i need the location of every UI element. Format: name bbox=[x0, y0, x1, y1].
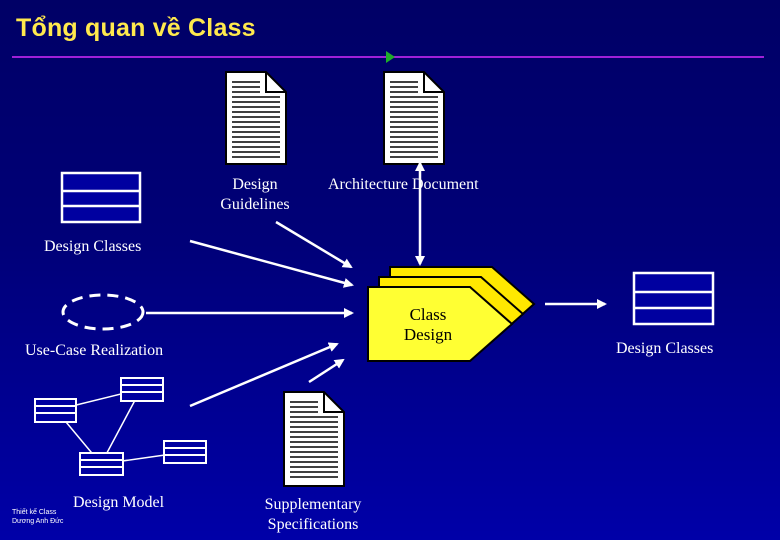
footer-author: Dương Anh Đức bbox=[12, 518, 64, 525]
use-case-realization-icon bbox=[61, 293, 145, 331]
design-classes-output-label: Design Classes bbox=[616, 340, 714, 357]
supplementary-specifications-document-icon bbox=[283, 391, 345, 487]
footer-course-name: Thiết kế Class bbox=[12, 509, 57, 516]
design-model-icon bbox=[34, 377, 207, 476]
design-classes-input-class-icon bbox=[60, 171, 142, 224]
architecture-document-icon bbox=[383, 71, 445, 165]
flow-arrows bbox=[146, 161, 607, 408]
design-model-label: Design Model bbox=[73, 494, 165, 511]
architecture-document-label: Architecture Document bbox=[328, 176, 479, 193]
slide-footer: Thiết kế Class Dương Anh Đức bbox=[12, 508, 63, 526]
design-classes-input-label: Design Classes bbox=[44, 238, 142, 255]
class-design-activity-icon bbox=[367, 266, 536, 362]
divider-arrow-icon bbox=[386, 51, 395, 63]
supplementary-specifications-label: Supplementary Specifications bbox=[264, 496, 362, 533]
design-classes-output-class-icon bbox=[632, 271, 715, 326]
use-case-realization-label: Use-Case Realization bbox=[25, 342, 164, 359]
design-guidelines-document-icon bbox=[225, 71, 287, 165]
design-guidelines-label: Design Guidelines bbox=[220, 176, 290, 213]
slide-title: Tổng quan về Class bbox=[16, 14, 256, 42]
class-design-activity-label: Class Design bbox=[403, 305, 453, 344]
